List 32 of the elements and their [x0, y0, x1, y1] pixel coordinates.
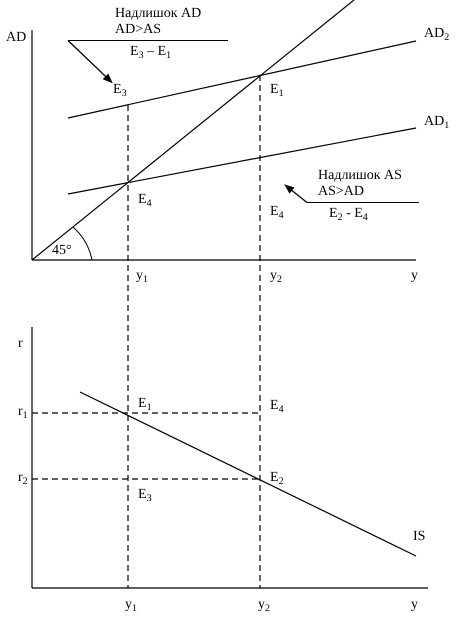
point-label: E$_{3}$ — [138, 487, 152, 503]
point-label: E$_{1}$ — [138, 396, 152, 412]
tick-label: y$_{1}$ — [136, 268, 148, 284]
curve-label: IS — [413, 529, 426, 545]
point-label: E$_{4}$ — [138, 192, 152, 208]
annotation-text: Надлишок AD — [115, 6, 202, 21]
tick-label: r$_{2}$ — [18, 470, 28, 486]
annotation-text: E$_{3}$ – E$_{1}$ — [130, 44, 172, 59]
axis-label: y — [411, 268, 418, 284]
angle-label: 45° — [52, 243, 72, 259]
arrow — [284, 184, 308, 203]
point-label: E$_{4}$ — [270, 204, 284, 220]
curve-label: AD$_{2}$ — [424, 26, 450, 42]
annotation-text: AS>AD — [318, 184, 364, 199]
point-label: E$_{1}$ — [270, 82, 284, 98]
annotation-text: Надлишок AS — [318, 168, 402, 183]
tick-label: y$_{2}$ — [270, 268, 282, 284]
annotation — [68, 6, 228, 60]
point-label: E$_{2}$ — [270, 470, 284, 486]
tick-label: r$_{1}$ — [18, 404, 28, 420]
axis-label: r — [18, 336, 23, 352]
annotation — [307, 168, 419, 222]
point-label: E$_{3}$ — [113, 82, 127, 98]
curve-label: AD$_{1}$ — [424, 114, 450, 130]
arrow — [68, 40, 113, 84]
point-label: E$_{4}$ — [270, 398, 284, 414]
tick-label: y$_{1}$ — [125, 597, 137, 613]
axis-label: y — [411, 597, 418, 613]
annotation-text: AD>AS — [115, 22, 162, 37]
annotation-text: E$_{2}$ - E$_{4}$ — [329, 206, 368, 221]
axis-label: AD — [6, 30, 26, 46]
tick-label: y$_{2}$ — [258, 597, 270, 613]
